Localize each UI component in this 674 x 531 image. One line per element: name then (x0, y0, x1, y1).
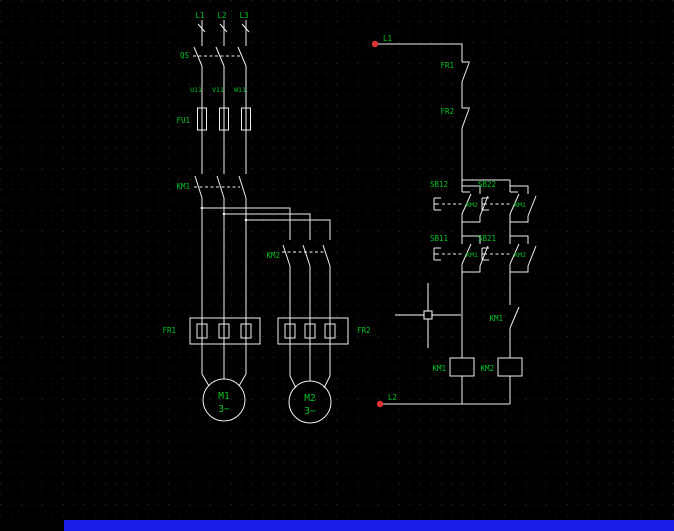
phase-label-l3: L3 (239, 11, 248, 20)
supply-arrow-icons (197, 23, 250, 33)
sb22-label: SB22 (478, 180, 496, 189)
sb11-label: SB11 (430, 234, 448, 243)
control-l1-label: L1 (383, 34, 392, 43)
crosshair-cursor-icon (395, 283, 461, 348)
wire-number-v11: V11 (212, 86, 224, 94)
phase-label-l2: L2 (217, 11, 226, 20)
coil-km1-label: KM1 (432, 364, 446, 373)
stop1-parallel-contact (462, 185, 489, 223)
stop1-parallel-label: KM2 (466, 201, 478, 209)
stop2-parallel-label: KM1 (514, 201, 526, 209)
wire-number-u11: U11 (190, 86, 202, 94)
control-bottom-feed (376, 376, 511, 408)
pushbutton-operator-icon (481, 197, 489, 211)
stop-button-sb12 (433, 180, 472, 236)
seal-contact-km2 (510, 235, 537, 273)
pushbutton-operator-icon (481, 247, 489, 261)
km2-main-label: KM2 (266, 251, 280, 260)
phase-label-l1: L1 (195, 11, 204, 20)
motor-m2-name: M2 (304, 393, 315, 404)
coil-km2-label: KM2 (480, 364, 494, 373)
stop2-parallel-contact (510, 185, 537, 223)
seal-contact-km1 (462, 235, 489, 273)
fuse-fu1 (197, 107, 251, 131)
grid-background (0, 0, 674, 519)
motor-m2: M2 3~ (288, 380, 332, 424)
qs-isolator-switch (193, 46, 247, 174)
km1-main-label: KM1 (176, 182, 190, 191)
overload-relay-fr1 (189, 317, 261, 345)
motor-m1-phase: 3~ (218, 404, 230, 415)
control-l2-label: L2 (388, 393, 397, 402)
fr2-label: FR2 (357, 326, 371, 335)
power-supply-lines (201, 20, 247, 46)
bottom-bar[interactable] (64, 520, 674, 531)
fr1-contact-label: FR1 (440, 61, 454, 70)
fr2-contact-label: FR2 (440, 107, 454, 116)
seal1-label: KM1 (466, 251, 478, 259)
motor-m2-phase: 3~ (304, 406, 316, 417)
qs-label: QS (180, 51, 190, 60)
sb21-label: SB21 (478, 234, 496, 243)
stop-button-sb22 (481, 180, 520, 236)
branch-tap-wires (200, 206, 331, 240)
pushbutton-operator-icon (433, 247, 441, 261)
wire-number-w11: W11 (234, 86, 246, 94)
sb12-label: SB12 (430, 180, 448, 189)
motor-m1-name: M1 (218, 391, 230, 402)
series-contact-label: KM1 (489, 314, 503, 323)
pickbox (423, 310, 433, 320)
control-top-feed (371, 40, 463, 62)
overload-contact-fr2 (461, 107, 470, 180)
overload-contact-fr1 (461, 61, 470, 108)
terminal-l2-marker (376, 400, 384, 408)
terminal-l1-marker (371, 40, 379, 48)
overload-relay-fr2 (277, 317, 349, 345)
start-button-sb21 (481, 236, 520, 280)
pushbutton-operator-icon (433, 197, 441, 211)
fr1-label: FR1 (162, 326, 176, 335)
motor-m1: M1 3~ (202, 378, 246, 422)
fuse-label: FU1 (176, 116, 190, 125)
seal2-label: KM2 (514, 251, 526, 259)
series-contact-km1 (509, 280, 520, 358)
main-contactor-km1 (194, 175, 247, 387)
